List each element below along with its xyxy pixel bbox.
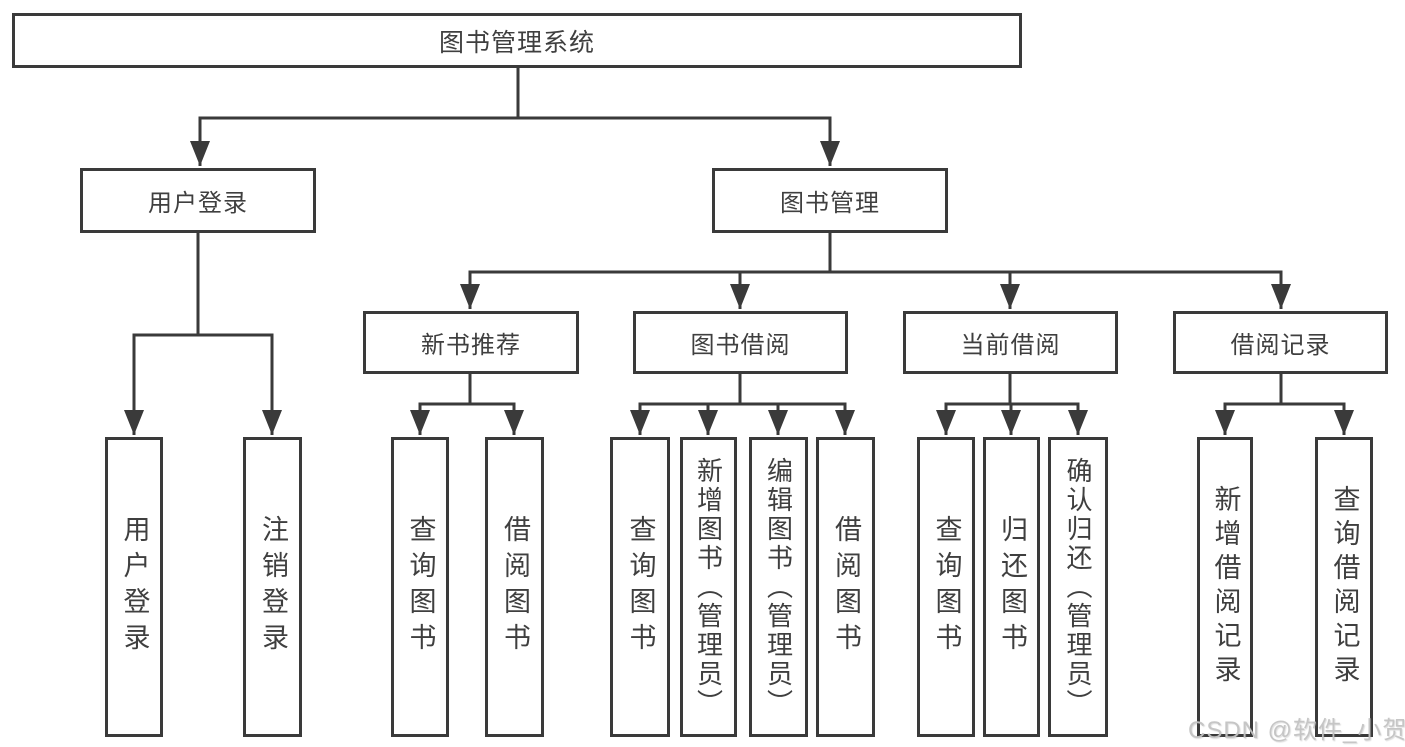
leaf-bb-edit-book-admin-label: 编辑图书（管理员） <box>763 456 794 718</box>
leaf-cb-query-books: 查询图书 <box>917 437 975 737</box>
leaf-cb-return-books: 归还图书 <box>983 437 1040 737</box>
leaf-cb-confirm-return-admin: 确认归还（管理员） <box>1048 437 1108 737</box>
leaf-logout-label: 注销登录 <box>258 515 288 659</box>
leaf-br-query-record-label: 查询借阅记录 <box>1329 485 1360 689</box>
leaf-cb-confirm-return-admin-label: 确认归还（管理员） <box>1063 456 1093 718</box>
leaf-nb-query-books-label: 查询图书 <box>405 515 436 659</box>
leaf-bb-borrow-books: 借阅图书 <box>816 437 875 737</box>
node-library-management-system: 图书管理系统 <box>12 13 1022 68</box>
leaf-bb-add-book-admin-label: 新增图书（管理员） <box>693 456 724 718</box>
node-new-book-recommend: 新书推荐 <box>363 311 579 374</box>
leaf-user-login-label: 用户登录 <box>119 515 150 659</box>
leaf-nb-borrow-books-label: 借阅图书 <box>500 515 530 659</box>
leaf-logout: 注销登录 <box>243 437 302 737</box>
leaf-bb-borrow-books-label: 借阅图书 <box>831 515 861 659</box>
leaf-br-add-record: 新增借阅记录 <box>1197 437 1253 737</box>
leaf-br-add-record-label: 新增借阅记录 <box>1210 485 1241 689</box>
leaf-br-query-record: 查询借阅记录 <box>1315 437 1373 737</box>
leaf-nb-borrow-books: 借阅图书 <box>485 437 544 737</box>
node-user-login-branch: 用户登录 <box>80 168 316 233</box>
leaf-bb-query-books-label: 查询图书 <box>625 515 656 659</box>
node-current-borrow: 当前借阅 <box>903 311 1118 374</box>
csdn-watermark: CSDN @软件_小贺同学 <box>1188 717 1405 744</box>
node-book-borrow: 图书借阅 <box>633 311 848 374</box>
leaf-cb-query-books-label: 查询图书 <box>931 515 962 659</box>
leaf-bb-edit-book-admin: 编辑图书（管理员） <box>749 437 808 737</box>
leaf-nb-query-books: 查询图书 <box>391 437 449 737</box>
leaf-user-login: 用户登录 <box>105 437 163 737</box>
node-book-management-branch: 图书管理 <box>712 168 948 233</box>
leaf-bb-query-books: 查询图书 <box>610 437 670 737</box>
leaf-bb-add-book-admin: 新增图书（管理员） <box>680 437 737 737</box>
node-borrow-records: 借阅记录 <box>1173 311 1388 374</box>
leaf-cb-return-books-label: 归还图书 <box>997 515 1027 659</box>
